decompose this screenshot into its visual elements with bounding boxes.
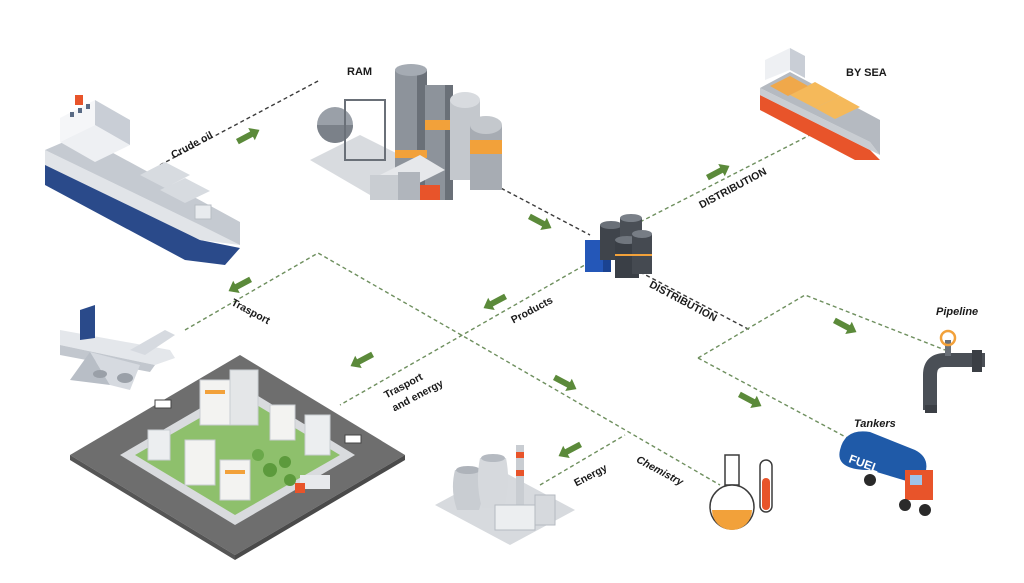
chemistry-flasks-illustration: [709, 454, 773, 530]
arrow-icon: [225, 273, 254, 298]
line-distribution-sea: [639, 134, 811, 223]
line-crude-oil: [159, 79, 321, 166]
fuel-truck-illustration: FUEL: [839, 431, 933, 516]
arrow-icon: [704, 159, 733, 184]
arrow-icon: [831, 314, 860, 339]
label-ram: RAM: [347, 66, 373, 78]
airplane-illustration: [60, 305, 175, 390]
line-tankers-branch: [697, 357, 871, 451]
cargo-ship-illustration: [45, 95, 240, 265]
arrow-icon: [526, 210, 555, 235]
line-products-to-city: [339, 261, 591, 406]
arrow-icon: [234, 123, 263, 148]
pipeline-illustration: [923, 329, 985, 413]
arrow-icon: [555, 438, 584, 463]
line-chemistry: [469, 339, 721, 486]
arrow-icon: [347, 348, 376, 373]
line-trasport-branch: [184, 252, 471, 341]
refinery-illustration: [310, 64, 502, 200]
city-illustration: [70, 355, 405, 560]
power-plant-illustration: [435, 445, 575, 545]
oil-barrels-hub: [585, 214, 652, 278]
line-energy: [539, 434, 626, 486]
line-refinery-to-barrels: [494, 184, 591, 236]
line-pipeline-branch: [697, 294, 946, 359]
label-pipeline: Pipeline: [936, 306, 979, 318]
connection-lines: [159, 79, 946, 486]
oil-tanker-ship-illustration: [760, 48, 880, 160]
label-tankers: Tankers: [854, 418, 896, 430]
arrow-icon: [551, 371, 580, 396]
label-by-sea: BY SEA: [846, 67, 887, 79]
